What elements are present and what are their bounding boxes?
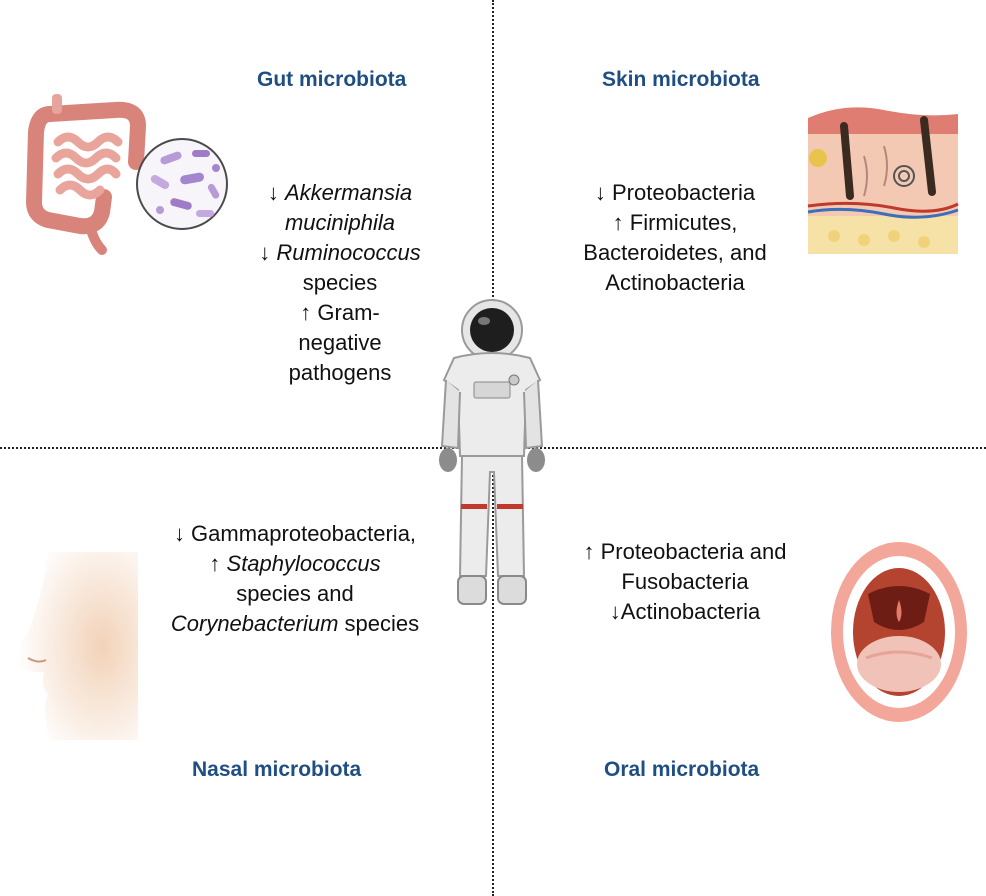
skin-cross-section-icon [807, 107, 959, 254]
nasal-heading: Nasal microbiota [192, 758, 362, 781]
gut-findings: ↓ Akkermansia muciniphila ↓ Ruminococcus… [259, 180, 421, 385]
skin-heading: Skin microbiota [602, 68, 760, 91]
nasal-findings: ↓ Gammaproteobacteria, ↑ Staphylococcus … [170, 521, 420, 636]
nose-profile-icon [17, 552, 138, 740]
astronaut-icon [439, 299, 545, 605]
open-mouth-icon [831, 542, 967, 722]
oral-heading: Oral microbiota [604, 758, 760, 781]
intestine-with-bacteria-icon [25, 94, 228, 255]
gut-heading: Gut microbiota [257, 68, 407, 91]
oral-findings: ↑ Proteobacteria and Fusobacteria ↓Actin… [583, 539, 787, 624]
skin-findings: ↓ Proteobacteria ↑ Firmicutes, Bacteroid… [583, 180, 767, 295]
